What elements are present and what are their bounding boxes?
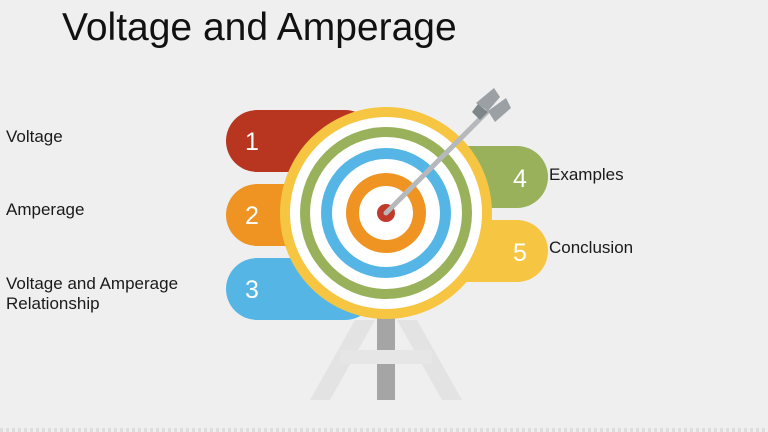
item-3-label-line1: Voltage and Amperage bbox=[6, 274, 179, 293]
item-4-label: Examples bbox=[549, 165, 624, 184]
item-3-number: 3 bbox=[245, 276, 259, 304]
item-3-label-line2: Relationship bbox=[6, 294, 100, 313]
item-3-label: Voltage and Amperage Relationship bbox=[6, 274, 178, 314]
bottom-divider bbox=[0, 428, 768, 432]
item-4-number: 4 bbox=[513, 165, 527, 193]
item-2-number: 2 bbox=[245, 202, 259, 230]
item-2-label: Amperage bbox=[6, 200, 85, 219]
target-stand bbox=[310, 300, 462, 400]
item-5-label: Conclusion bbox=[549, 238, 634, 257]
item-1-label: Voltage bbox=[6, 127, 63, 146]
item-1-number: 1 bbox=[245, 128, 259, 156]
arrow-icon bbox=[383, 88, 511, 216]
item-5-number: 5 bbox=[513, 239, 527, 267]
slide-title: Voltage and Amperage bbox=[62, 6, 457, 49]
